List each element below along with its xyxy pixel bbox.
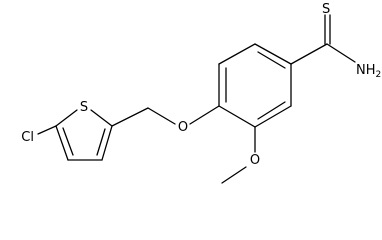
bond-benzene-4 [218,105,256,128]
bond-ch2-to-thiophene [111,107,149,127]
bond-benzene-1 [254,43,292,65]
methoxy-oxygen-label: O [250,153,260,168]
methoxy-group [221,126,256,184]
amine-nh-text: NH [356,63,376,78]
bond-benzene-double-1 [257,51,286,69]
thioamide-group [290,14,356,65]
bond-thiophene-c3-c2 [101,125,113,161]
molecular-structure-diagram: S NH2 O O S Cl [21,2,381,184]
amine-nitrogen-label: NH2 [356,63,381,80]
bond-ring-to-thioamide-carbon [290,43,328,65]
bond-benzene-3 [254,105,292,128]
bond-thiophene-double-1 [62,127,74,156]
amine-subscript-2: 2 [376,70,382,80]
bond-c5-cl [37,125,57,135]
thioamide-sulfur-label: S [322,2,330,17]
bond-benzene-double-2 [257,101,286,120]
bond-thiophene-s-c5 [55,109,78,127]
bond-c-n [326,43,356,63]
thiophene-sulfur-label: S [80,100,88,115]
bond-ring-to-ether-o [189,105,220,125]
ether-oxygen-label: O [178,120,188,135]
bond-ether-o-to-ch2 [147,107,176,125]
chlorine-label: Cl [21,130,34,145]
bond-benzene-6 [218,43,256,65]
thiophene-ring [55,109,113,161]
ether-linkage [111,105,220,127]
bond-thiophene-c2-s [90,109,113,127]
benzene-ring [218,43,292,128]
bond-thiophene-double-2 [96,128,106,156]
bond-thiophene-c5-c4 [55,125,69,161]
bond-methoxy-o-to-ch3 [221,166,247,184]
